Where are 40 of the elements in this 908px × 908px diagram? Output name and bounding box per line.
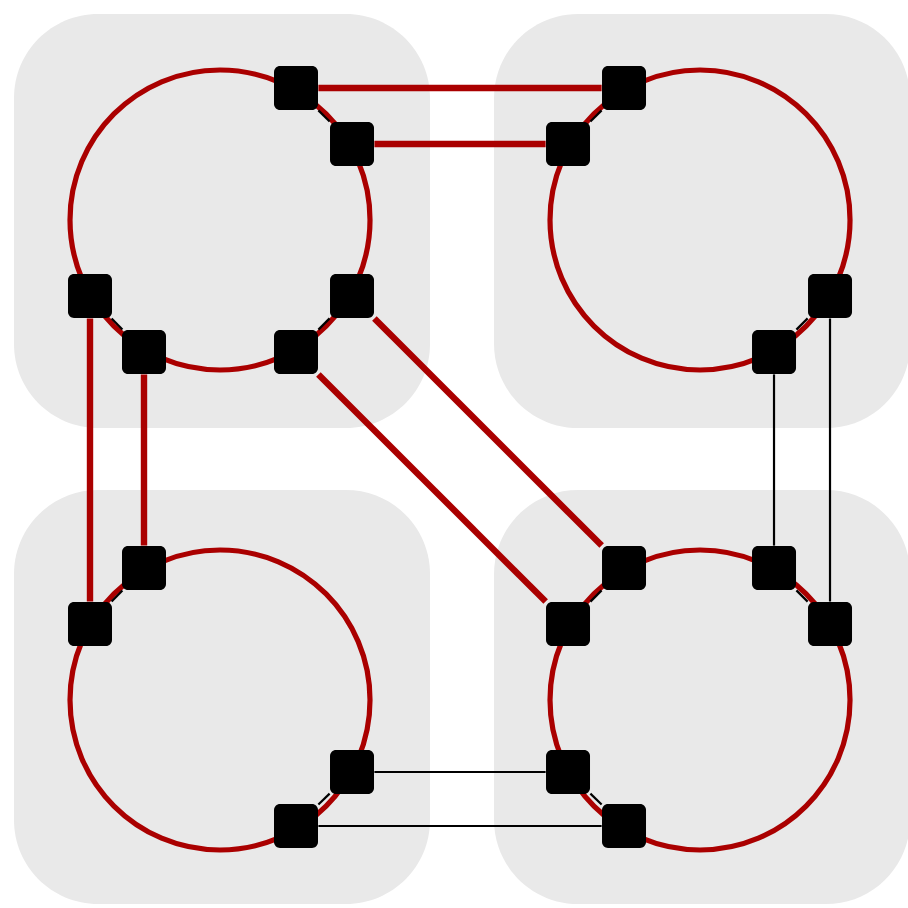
square-node — [546, 122, 590, 166]
connector-line — [795, 589, 809, 603]
square-node — [808, 602, 852, 646]
connector-line — [589, 792, 603, 806]
connector-line — [140, 374, 148, 546]
square-node — [602, 804, 646, 848]
square-node — [752, 546, 796, 590]
connector-line — [372, 316, 604, 548]
square-node — [330, 750, 374, 794]
connector-line — [318, 84, 602, 92]
square-node — [752, 330, 796, 374]
connector-line — [589, 589, 603, 603]
square-node — [546, 750, 590, 794]
connector-line — [828, 318, 832, 602]
square-node — [122, 330, 166, 374]
connector-line — [318, 824, 602, 828]
connector-line — [86, 318, 94, 602]
square-node — [602, 66, 646, 110]
square-node — [546, 602, 590, 646]
connector-line — [316, 372, 548, 604]
square-node — [68, 274, 112, 318]
connector-line — [772, 374, 776, 546]
connector-line — [317, 792, 331, 806]
square-node — [122, 546, 166, 590]
connector-line — [374, 770, 546, 774]
connector-line — [795, 317, 809, 331]
connector-line — [317, 109, 331, 123]
square-node — [274, 804, 318, 848]
square-node — [602, 546, 646, 590]
square-node — [808, 274, 852, 318]
connector-line — [110, 317, 124, 331]
square-node — [274, 330, 318, 374]
connector-line — [374, 140, 546, 148]
connector-line — [110, 589, 124, 603]
connector-line — [317, 317, 331, 331]
square-node — [330, 274, 374, 318]
square-node — [274, 66, 318, 110]
connector-line — [589, 109, 603, 123]
square-node — [68, 602, 112, 646]
square-node — [330, 122, 374, 166]
